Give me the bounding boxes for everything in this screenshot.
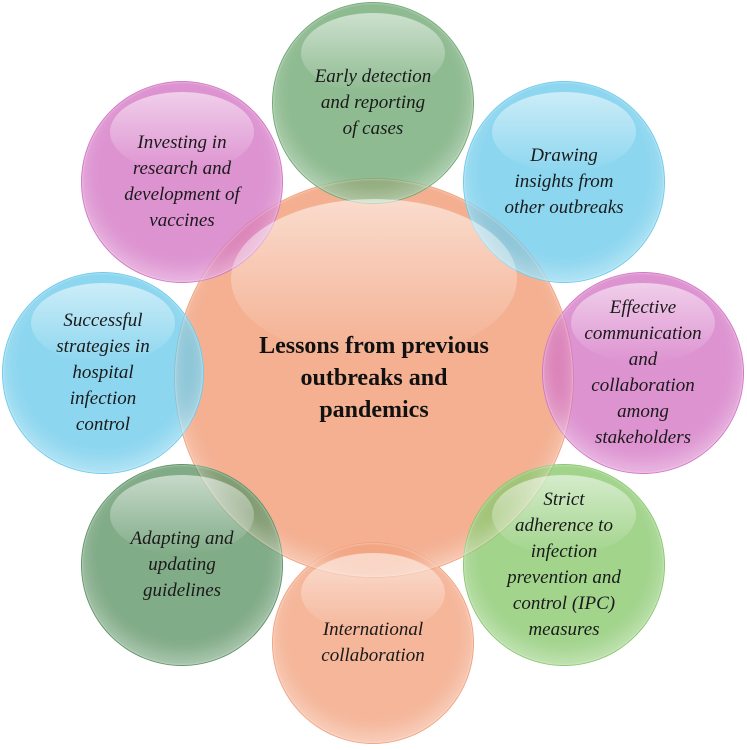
node-label: Early detection and reporting of cases: [315, 64, 432, 142]
node-label-line: collaboration: [591, 375, 695, 396]
node-label: Drawing insights from other outbreaks: [504, 143, 623, 221]
node-label-line: of cases: [342, 118, 404, 139]
node-label-line: updating: [148, 554, 216, 575]
node-label-line: Effective: [609, 297, 677, 318]
node-investing-research: Investing in research and development of va…: [81, 81, 283, 283]
center-label: Lessons from previous outbreaks and pand…: [259, 330, 489, 426]
node-label-line: research and: [132, 158, 232, 179]
node-label-line: Investing in: [137, 132, 227, 153]
node-label-line: and reporting: [320, 92, 426, 113]
node-label: Effective communication and collaboration am…: [584, 295, 701, 451]
node-label-line: Adapting and: [130, 528, 234, 549]
node-label: Successful strategies in hospital infection…: [56, 308, 149, 438]
node-label-line: hospital: [72, 362, 134, 383]
node-label-line: and: [628, 349, 658, 370]
node-label-line: prevention and: [507, 567, 621, 588]
node-label-line: communication: [584, 323, 702, 344]
node-label: International collaboration: [321, 617, 424, 669]
node-label-line: adherence to: [515, 515, 613, 536]
center-label-line: Lessons from previous: [259, 333, 489, 359]
node-label-line: development of: [124, 184, 240, 205]
node-label-line: infection: [530, 541, 598, 562]
node-label: Adapting and updating guidelines: [131, 526, 234, 604]
node-label-line: guidelines: [142, 580, 222, 601]
node-adapting-guidelines: Adapting and updating guidelines: [81, 464, 283, 666]
node-label-line: stakeholders: [594, 427, 692, 448]
node-effective-communication: Effective communication and collaboration am…: [542, 272, 744, 474]
node-label-line: vaccines: [149, 210, 215, 231]
node-label-line: Drawing: [530, 145, 598, 166]
node-successful-strategies: Successful strategies in hospital infection…: [2, 272, 204, 474]
node-label: Investing in research and development of va…: [124, 130, 240, 234]
node-label-line: other outbreaks: [504, 197, 624, 218]
node-label-line: strategies in: [56, 336, 150, 357]
center-label-line: outbreaks and: [300, 365, 448, 391]
node-label-line: insights from: [514, 171, 614, 192]
node-label-line: control: [75, 414, 131, 435]
node-label-line: among: [617, 401, 669, 422]
node-strict-adherence: Strict adherence to infection prevention an…: [463, 464, 665, 666]
node-label-line: control (IPC): [512, 593, 616, 614]
node-label-line: measures: [528, 619, 600, 640]
node-label-line: Successful: [63, 310, 143, 331]
node-label-line: Strict: [543, 489, 585, 510]
center-label-line: pandemics: [319, 397, 429, 423]
node-label-line: collaboration: [321, 645, 425, 666]
node-label-line: infection: [69, 388, 137, 409]
node-early-detection: Early detection and reporting of cases: [272, 2, 474, 204]
node-international-collaboration: International collaboration: [272, 542, 474, 744]
node-label-line: International: [322, 619, 424, 640]
node-drawing-insights: Drawing insights from other outbreaks: [463, 81, 665, 283]
node-label-line: Early detection: [314, 66, 432, 87]
node-label: Strict adherence to infection prevention an…: [507, 487, 621, 643]
